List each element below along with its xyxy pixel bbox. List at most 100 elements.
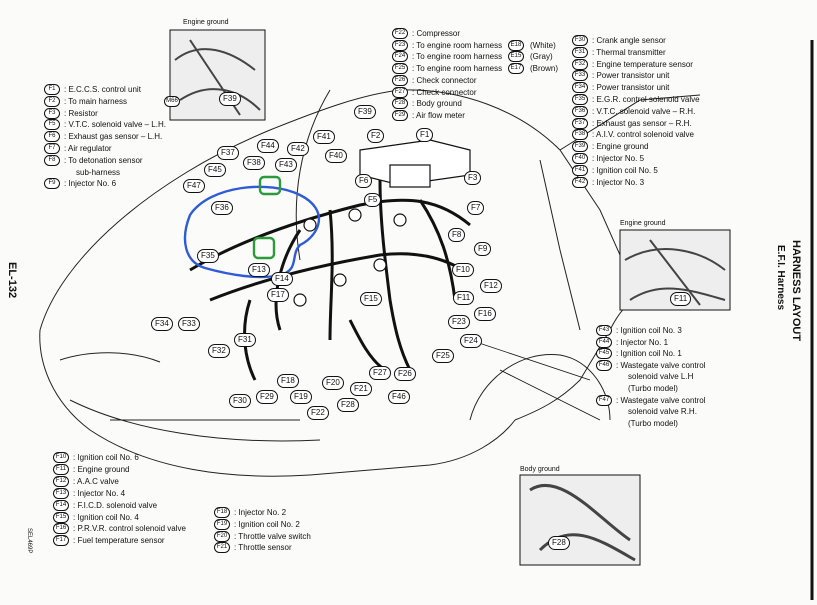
legend-text: : Ignition coil No. 1 [616, 349, 682, 359]
inset-engine-ground-right-title: Engine ground [620, 220, 666, 227]
legend-text: : Injector No. 2 [234, 508, 287, 517]
legend-text: : A.A.C valve [73, 476, 119, 486]
connector-label-f35: F35 [197, 249, 219, 263]
green-highlight-2 [252, 236, 276, 260]
legend-text: : Air regulator [64, 144, 112, 153]
legend-text: : Body ground [412, 99, 462, 109]
legend-code: F29 [392, 109, 408, 121]
legend-extra-code: E15 [508, 51, 524, 63]
connector-label-f1: F1 [416, 128, 434, 142]
connector-label-f14: F14 [271, 272, 293, 286]
legend-code: F37 [572, 117, 588, 129]
connector-label-f46: F46 [388, 390, 410, 404]
legend-text: : Fuel temperature sensor [73, 536, 165, 546]
legend-text: : To main harness [64, 96, 127, 106]
legend-text: : To engine room harness [412, 64, 503, 74]
connector-label-f29: F29 [256, 390, 278, 404]
legend-text: : V.T.C. solenoid valve – R.H. [592, 106, 696, 116]
legend-text: : Throttle valve switch [234, 531, 311, 541]
connector-label-f27: F27 [369, 366, 391, 380]
connector-label-f32: F32 [208, 344, 230, 358]
legend-text: : Injector No. 5 [592, 154, 645, 163]
connector-label-f25: F25 [432, 349, 454, 363]
inset-engine-ground-top-label: F39 [219, 92, 241, 106]
legend-text: : A.I.V. control solenoid valve [592, 130, 694, 140]
legend-text: : Throttle sensor [234, 543, 292, 553]
legend-code: F24 [392, 51, 408, 63]
legend-text: : Injector No. 6 [64, 179, 117, 189]
legend-code: F23 [392, 39, 408, 51]
connector-label-f40: F40 [325, 149, 347, 163]
connector-label-f10: F10 [452, 263, 474, 277]
legend-text: : Wastegate valve control [616, 395, 706, 405]
legend-code: F9 [44, 178, 60, 190]
connector-label-f17: F17 [267, 288, 289, 302]
legend-text: sub-harness [76, 167, 121, 177]
connector-label-f41: F41 [313, 130, 335, 144]
legend-text: : Injector No. 3 [592, 177, 645, 187]
connector-label-f15: F15 [360, 292, 382, 306]
legend-text: solenoid valve R.H. [628, 407, 697, 417]
wheel-arch [469, 353, 611, 421]
connector-label-f44: F44 [257, 139, 279, 153]
connector-label-f31: F31 [234, 333, 256, 347]
connector-label-f20: F20 [322, 376, 344, 390]
legend-code: F22 [392, 28, 408, 39]
legend-code: F5 [44, 119, 60, 131]
legend-code: F14 [53, 499, 69, 511]
connector-label-f8: F8 [448, 228, 466, 242]
green-highlight-1 [258, 175, 282, 196]
legend-code: F6 [44, 131, 60, 143]
legend-code: F33 [572, 70, 588, 82]
legend-text: : Engine temperature sensor [592, 59, 693, 69]
legend-code: F17 [53, 535, 69, 547]
relay-box [389, 164, 431, 188]
connector-label-f33: F33 [178, 317, 200, 331]
legend-text: : Engine ground [592, 142, 649, 152]
legend-code: F40 [572, 153, 588, 164]
legend-text: : E.G.R. control solenoid valve [592, 95, 700, 104]
legend-code: F15 [53, 511, 69, 523]
legend-code: F13 [53, 487, 69, 499]
legend-text: : V.T.C. solenoid valve – L.H. [64, 120, 166, 130]
blue-highlight-loop [183, 185, 320, 279]
legend-code: F3 [44, 107, 60, 119]
legend-text: : Injector No. 1 [616, 337, 669, 347]
connector-label-f26: F26 [394, 367, 416, 381]
legend-text: : Check connector [412, 75, 477, 85]
connector-label-f3: F3 [464, 171, 482, 185]
legend-code: F36 [572, 105, 588, 117]
legend-text: : Ignition coil No. 6 [73, 453, 139, 462]
legend-text: : Resistor [64, 108, 98, 118]
inset-engine-ground-top-frame [169, 29, 266, 121]
legend-text: : Injector No. 4 [73, 488, 126, 498]
legend-color-note: (Brown) [530, 64, 559, 74]
legend-text: : Ignition coil No. 3 [616, 326, 682, 335]
inset-body-ground-label: F28 [548, 536, 570, 550]
legend-text: solenoid valve L.H [628, 372, 694, 382]
legend-code: F44 [596, 336, 612, 348]
legend-text: : To engine room harness [412, 40, 503, 50]
legend-code: F8 [44, 154, 60, 166]
legend-text: : E.C.C.S. control unit [64, 85, 141, 94]
legend-color-note: (White) [530, 40, 556, 50]
connector-label-f28: F28 [337, 398, 359, 412]
connector-label-f42: F42 [287, 142, 309, 156]
connector-label-f22: F22 [307, 406, 329, 420]
legend-text: : To engine room harness [412, 52, 503, 62]
connector-label-f13: F13 [248, 263, 270, 277]
legend-text: : Ignition coil No. 2 [234, 519, 300, 529]
legend-text: : Engine ground [73, 464, 130, 474]
legend-code: F41 [572, 164, 588, 176]
legend-code: F45 [596, 348, 612, 360]
connector-label-f23: F23 [448, 315, 470, 329]
connector-label-f19: F19 [290, 390, 312, 404]
legend-code: F7 [44, 143, 60, 154]
legend-text: : Compressor [412, 29, 461, 38]
legend-code: F27 [392, 86, 408, 98]
legend-extra-code: M66 [164, 95, 180, 107]
legend-extra-code: E17 [508, 63, 524, 75]
legend-code: F42 [572, 176, 588, 188]
legend-code: F16 [53, 523, 69, 535]
legend-code: F47 [596, 394, 612, 406]
